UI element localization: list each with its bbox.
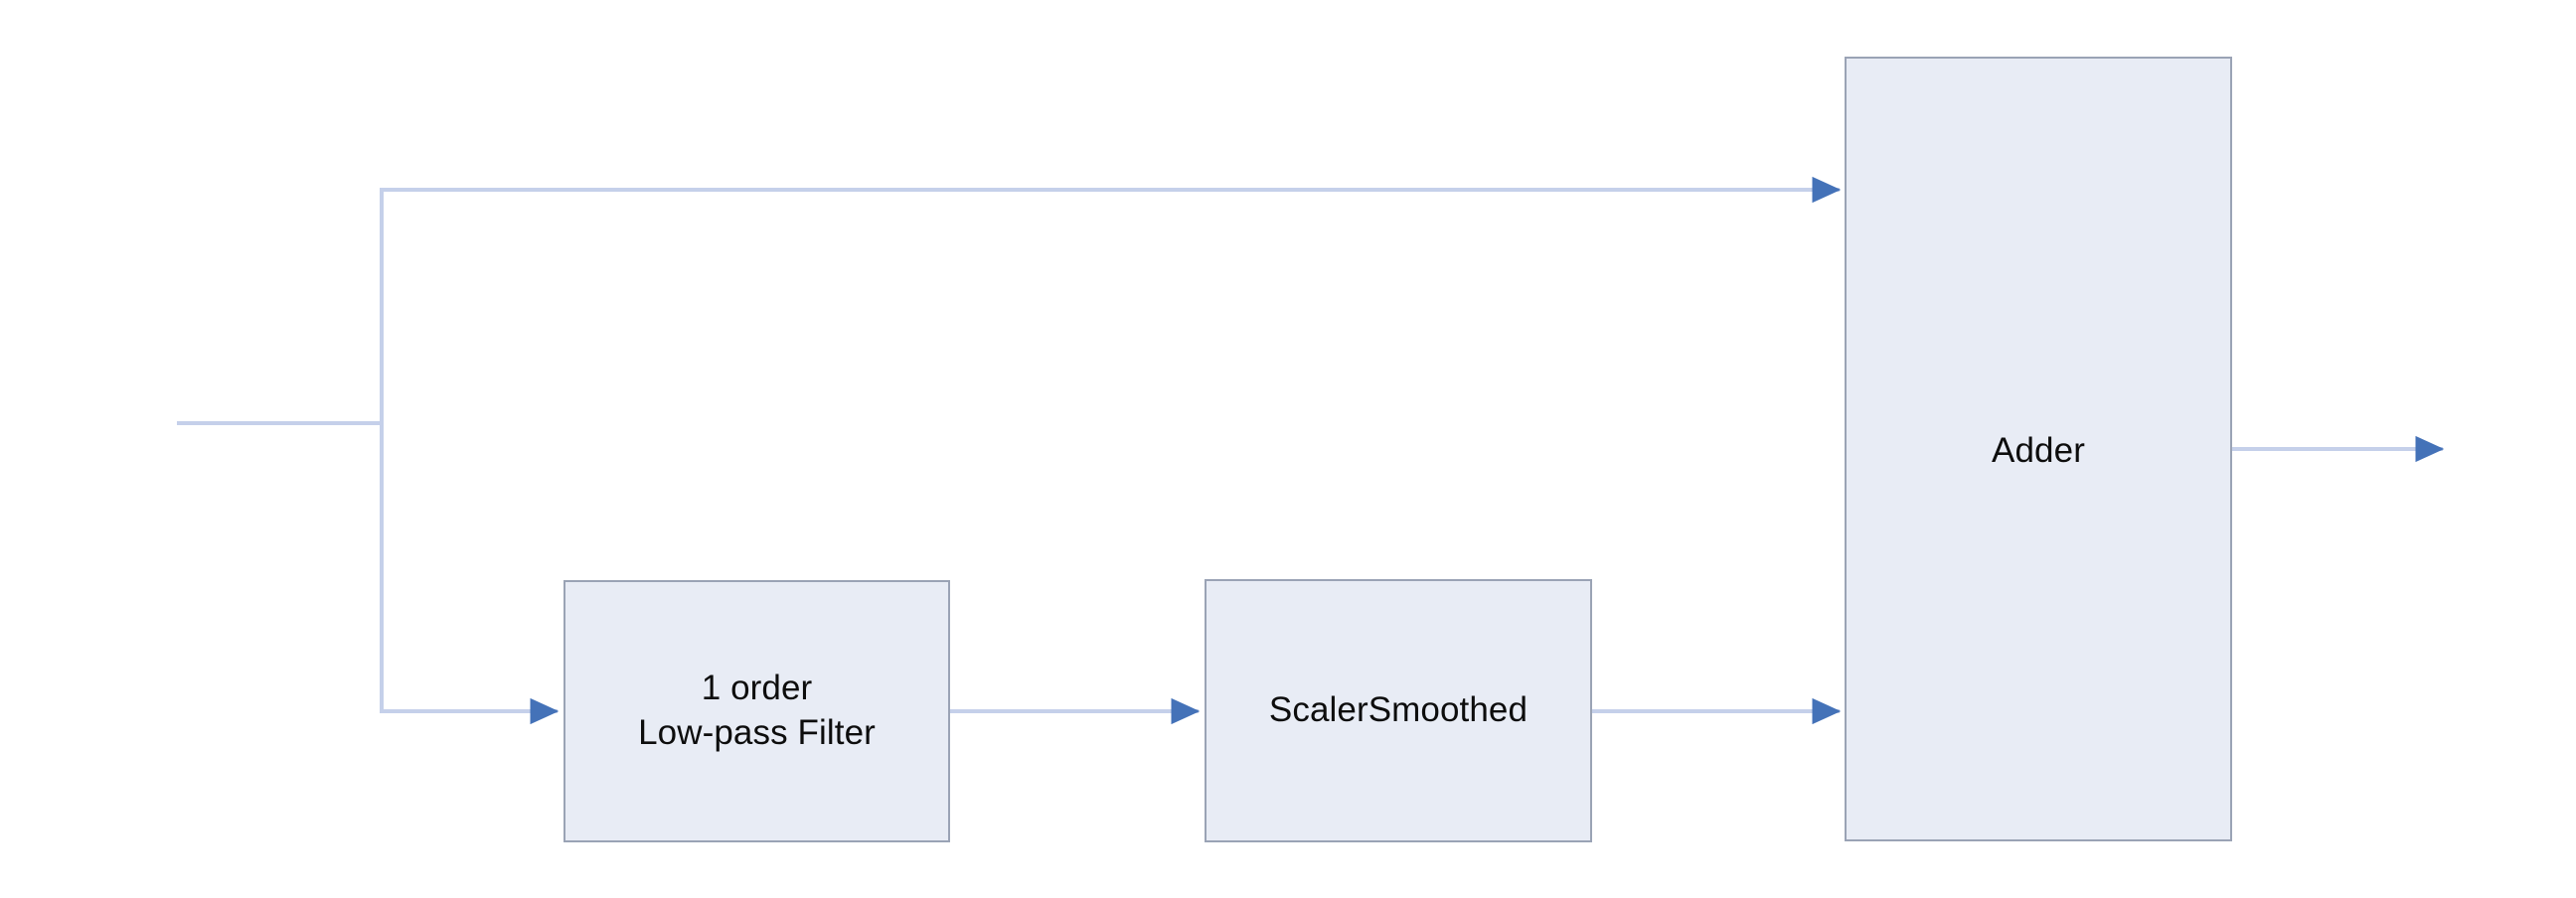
block-scaler-smoothed-label: ScalerSmoothed — [1268, 690, 1529, 730]
wire-feedforward-to-adder — [380, 176, 1842, 425]
wire-split-to-lowpass — [380, 421, 560, 725]
block-adder[interactable]: Adder — [1845, 57, 2232, 841]
block-adder-label: Adder — [1992, 431, 2085, 470]
block-scaler-smoothed[interactable]: ScalerSmoothed — [1205, 579, 1592, 842]
block-lowpass-filter[interactable]: 1 order Low-pass Filter — [564, 580, 950, 842]
block-lowpass-filter-label: 1 order Low-pass Filter — [638, 669, 876, 752]
